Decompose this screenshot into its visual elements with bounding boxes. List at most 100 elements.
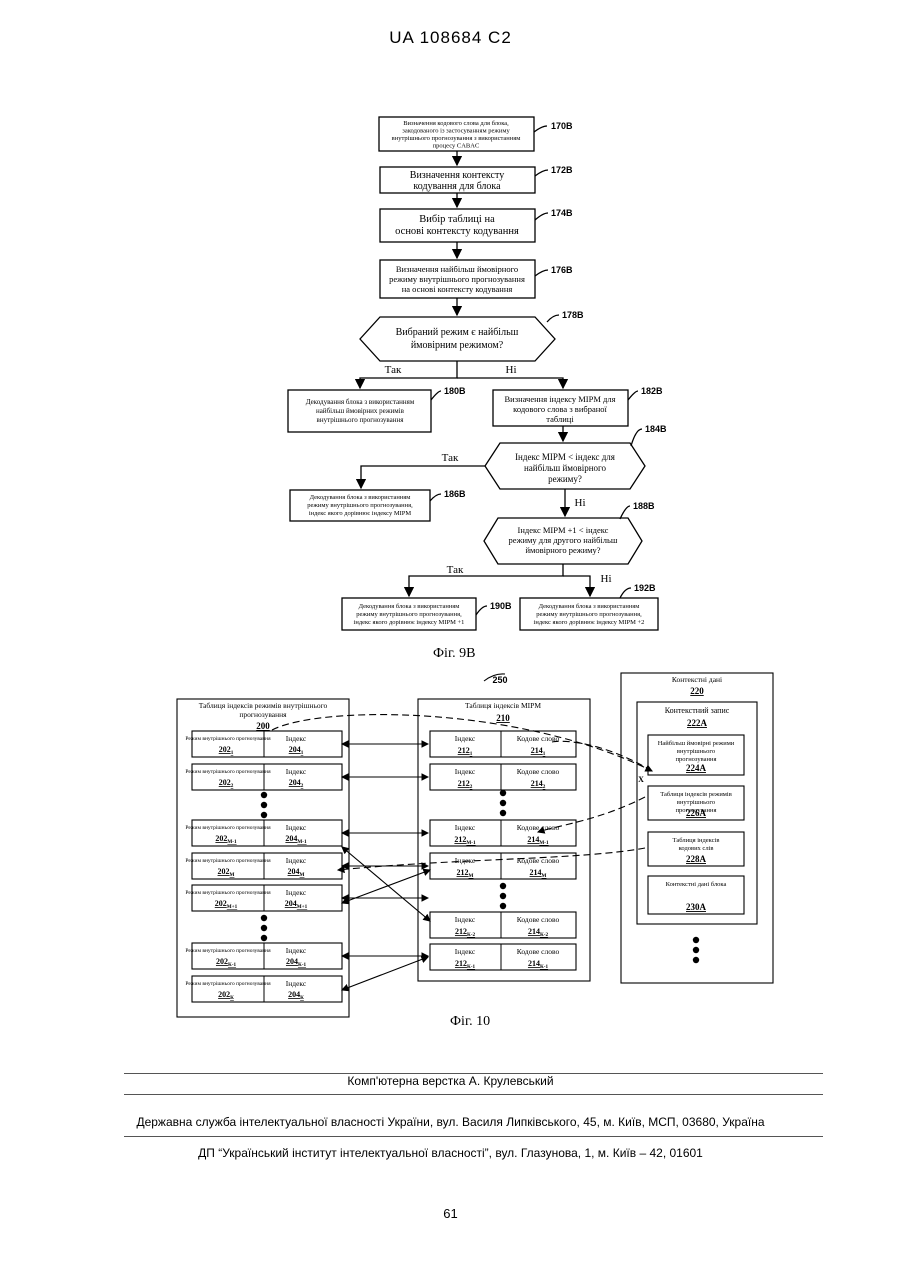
index-number: 212М	[457, 868, 474, 879]
ellipsis-dot	[261, 812, 267, 818]
codeword-cell-text: Кодове слово	[517, 734, 560, 743]
index-cell-text: Індекс	[286, 823, 307, 832]
page-number: 61	[0, 1206, 901, 1221]
mode-cell-text: Режим внутрішнього прогнозування	[185, 858, 271, 864]
context-record-number: 222A	[687, 718, 708, 728]
context-item-text: кодових слів	[679, 845, 714, 852]
mode-number: 2022	[219, 778, 234, 789]
mode-cell-text: Режим внутрішнього прогнозування	[185, 825, 271, 831]
ellipsis-dot	[261, 915, 267, 921]
index-number: 2042	[289, 778, 304, 789]
context-item-number: 228A	[686, 854, 707, 864]
mode-cell-text: Режим внутрішнього прогнозування	[185, 769, 271, 775]
index-cell-text: Індекс	[455, 856, 476, 865]
context-item-number: 230A	[686, 902, 707, 912]
index-number: 2041	[289, 745, 304, 756]
cross-mark: X	[638, 775, 644, 784]
context-record-title: Контекстний запис	[665, 706, 730, 715]
context-item-text: Контекстні дані блока	[666, 881, 727, 888]
mode-cell-text: Режим внутрішнього прогнозування	[185, 736, 271, 742]
ellipsis-dot	[693, 947, 699, 953]
context-item-text: внутрішнього	[677, 799, 715, 806]
index-cell-text: Індекс	[286, 946, 307, 955]
index-cell-text: Індекс	[455, 734, 476, 743]
context-item-number: 226A	[686, 808, 707, 818]
codeword-number: 2141	[531, 746, 546, 757]
mode-number: 2021	[219, 745, 234, 756]
mode-number: 202М	[218, 867, 235, 878]
context-item-text: прогнозування	[676, 756, 717, 763]
footer-institute-address: ДП “Український інститут інтелектуальної…	[0, 1146, 901, 1160]
codeword-number: 214К-2	[528, 927, 548, 938]
codeword-number: 214М-1	[527, 835, 549, 846]
table-210-title: Таблиця індексів МІРМ	[465, 701, 541, 710]
index-cell-text: Індекс	[455, 823, 476, 832]
index-number: 2121	[458, 746, 473, 757]
context-item-text: Таблиця індексів режимів	[660, 791, 732, 798]
mode-number: 202М-1	[215, 834, 237, 845]
index-number: 204М-1	[285, 834, 307, 845]
diagram-fig-10: Таблиця індексів режимів внутрішньогопро…	[0, 0, 901, 1040]
ellipsis-dot	[500, 790, 506, 796]
index-number: 204К	[288, 990, 304, 1001]
index-number: 204М+1	[285, 899, 308, 910]
ellipsis-dot	[261, 792, 267, 798]
context-item-text: Таблиця індексів	[673, 837, 720, 844]
ref-number-label: 250	[492, 675, 507, 685]
context-220-number: 220	[690, 686, 704, 696]
codeword-cell-text: Кодове слово	[517, 915, 560, 924]
ellipsis-dot	[261, 802, 267, 808]
table-200-row	[192, 943, 342, 969]
mode-cell-text: Режим внутрішнього прогнозування	[185, 948, 271, 954]
mode-number: 202М+1	[215, 899, 238, 910]
index-cell-text: Індекс	[455, 915, 476, 924]
index-number: 204М	[288, 867, 305, 878]
context-item-text: внутрішнього	[677, 748, 715, 755]
codeword-cell-text: Кодове слово	[517, 856, 560, 865]
ellipsis-dot	[693, 957, 699, 963]
index-number: 212М-1	[454, 835, 476, 846]
codeword-cell-text: Кодове слово	[517, 947, 560, 956]
table-200-title: прогнозування	[239, 710, 287, 719]
footer-rule	[124, 1094, 823, 1095]
table-200-row	[192, 853, 342, 879]
ellipsis-dot	[261, 935, 267, 941]
ellipsis-dot	[261, 925, 267, 931]
mode-cell-text: Режим внутрішнього прогнозування	[185, 981, 271, 987]
table-200-title: Таблиця індексів режимів внутрішнього	[199, 701, 328, 710]
table-210-number: 210	[496, 713, 510, 723]
mode-cell-text: Режим внутрішнього прогнозування	[185, 890, 271, 896]
table-200-number: 200	[256, 721, 270, 731]
mode-number: 202К-1	[216, 957, 236, 968]
index-cell-text: Індекс	[286, 979, 307, 988]
table-200-row	[192, 764, 342, 790]
footer-rule	[124, 1136, 823, 1137]
index-cell-text: Індекс	[286, 856, 307, 865]
footer-typesetting: Комп'ютерна верстка А. Крулевський	[0, 1074, 901, 1088]
index-cell-text: Індекс	[286, 734, 307, 743]
ellipsis-dot	[500, 810, 506, 816]
index-cell-text: Індекс	[286, 888, 307, 897]
table-200-row	[192, 976, 342, 1002]
footer-office-address: Державна служба інтелектуальної власност…	[0, 1115, 901, 1129]
figure-10-caption: Фіг. 10	[450, 1014, 490, 1030]
context-item-number: 224A	[686, 763, 707, 773]
index-number: 212К-2	[455, 927, 475, 938]
ellipsis-dot	[500, 800, 506, 806]
context-220-title: Контекстні дані	[672, 675, 722, 684]
index-number: 212К-1	[455, 959, 475, 970]
ellipsis-dot	[500, 903, 506, 909]
mode-number: 202К	[218, 990, 234, 1001]
table-200-row	[192, 731, 342, 757]
codeword-number: 214К-1	[528, 959, 548, 970]
codeword-cell-text: Кодове слово	[517, 823, 560, 832]
context-item-text: Найбільш ймовірні режими	[658, 740, 735, 747]
index-cell-text: Індекс	[455, 947, 476, 956]
index-number: 204К-1	[286, 957, 306, 968]
ellipsis-dot	[500, 893, 506, 899]
ellipsis-dot	[693, 937, 699, 943]
codeword-number: 214М	[530, 868, 547, 879]
index-cell-text: Індекс	[286, 767, 307, 776]
index-number: 2122	[458, 779, 473, 790]
codeword-cell-text: Кодове слово	[517, 767, 560, 776]
